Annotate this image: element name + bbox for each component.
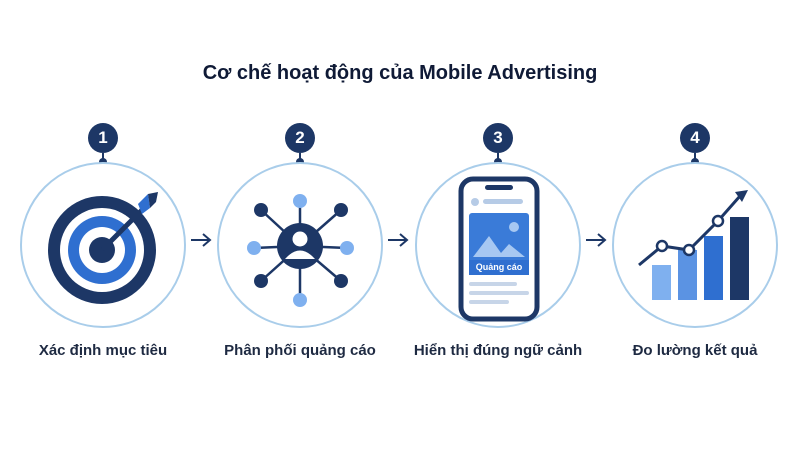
arrow-right-icon — [191, 233, 212, 247]
badge-connector — [102, 153, 104, 160]
network-hub-icon — [247, 194, 354, 307]
badge-connector — [299, 153, 301, 160]
step-label: Đo lường kết quả — [632, 342, 758, 359]
arrow-right-icon — [586, 233, 607, 247]
arrow-right-icon — [388, 233, 409, 247]
step-label: Hiển thị đúng ngữ cảnh — [413, 342, 583, 359]
step-number-badge: 2 — [285, 123, 315, 153]
step-label: Xác định mục tiêu — [38, 342, 168, 359]
step-1: 1 Xác định mục tiêu — [8, 120, 198, 370]
step-number-badge: 4 — [680, 123, 710, 153]
badge-connector — [497, 153, 499, 160]
step-number-badge: 3 — [483, 123, 513, 153]
badge-connector — [694, 153, 696, 160]
step-label: Phân phối quảng cáo — [224, 342, 376, 359]
step-circle: Quảng cáo — [415, 162, 581, 328]
ad-banner-label: Quảng cáo — [475, 262, 523, 272]
page-title: Cơ chế hoạt động của Mobile Advertising — [202, 62, 598, 84]
step-circle — [612, 162, 778, 328]
step-2: 2 Phân phối q — [205, 120, 395, 370]
step-number-badge: 1 — [88, 123, 118, 153]
target-icon — [48, 192, 158, 304]
step-4: 4 Đo lường kết quả — [600, 120, 790, 370]
smartphone-ad-icon — [458, 176, 540, 322]
step-circle — [217, 162, 383, 328]
step-3: 3 Quảng cáo Hiển thị đúng ngữ cảnh — [403, 120, 593, 370]
step-circle — [20, 162, 186, 328]
growth-chart-icon — [638, 190, 749, 300]
